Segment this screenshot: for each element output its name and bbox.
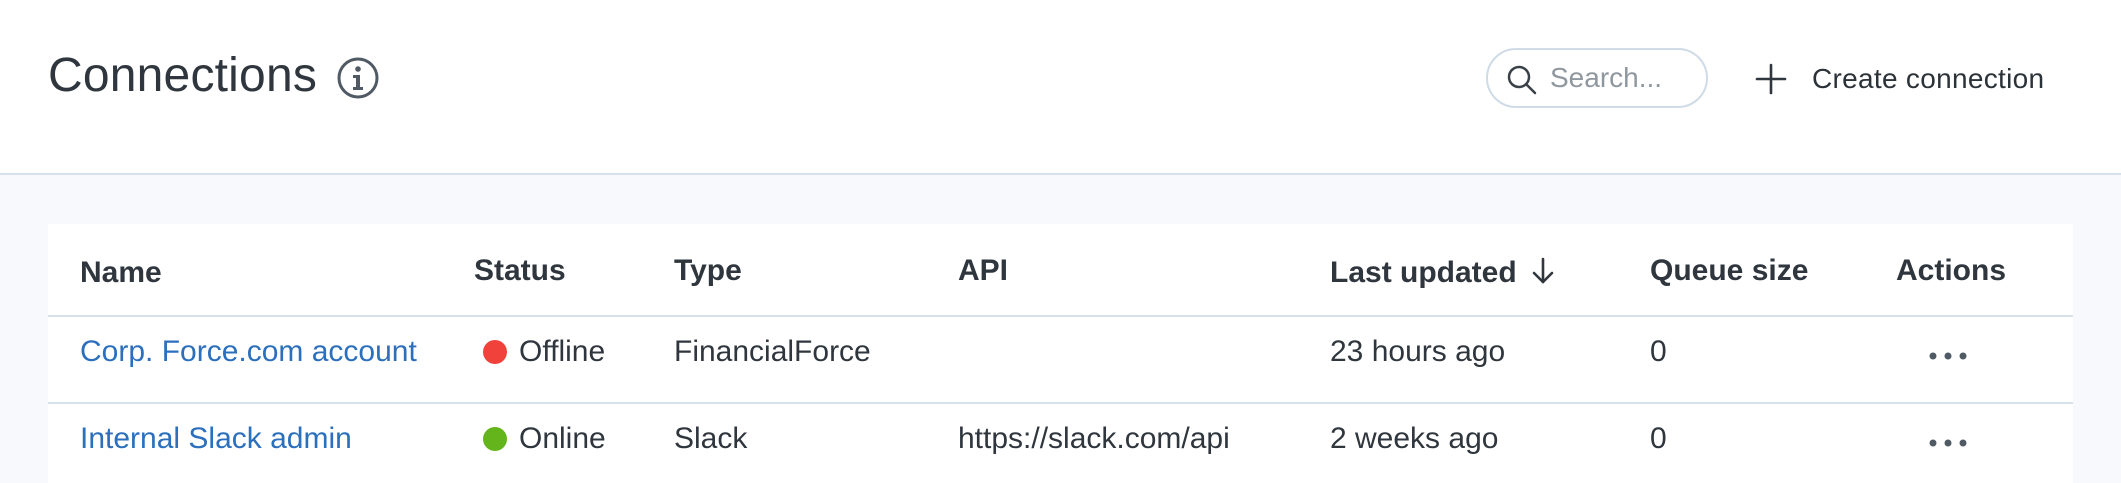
search-box[interactable] xyxy=(1486,48,1708,108)
queue-size-cell: 0 xyxy=(1650,422,1667,455)
connection-name-link[interactable]: Internal Slack admin xyxy=(80,422,352,455)
last-updated-cell: 23 hours ago xyxy=(1330,335,1506,368)
status-online-dot xyxy=(483,427,507,451)
status-offline-dot xyxy=(483,340,507,364)
create-connection-label: Create connection xyxy=(1812,63,2045,94)
column-header-last-updated[interactable]: Last updated xyxy=(1330,256,1557,290)
create-connection-button[interactable]: Create connection xyxy=(1754,52,2044,106)
column-header-status[interactable]: Status xyxy=(474,254,566,287)
more-horizontal-icon[interactable] xyxy=(1928,438,1968,448)
column-header-queue-size[interactable]: Queue size xyxy=(1650,254,1809,287)
api-cell: https://slack.com/api xyxy=(958,422,1230,455)
page-header: Connections Create connection xyxy=(0,0,2121,175)
column-header-actions: Actions xyxy=(1896,254,2007,287)
column-header-name[interactable]: Name xyxy=(80,256,162,289)
connections-table: Name Status Type API Last updated Queue … xyxy=(48,224,2073,483)
row-divider xyxy=(48,315,2073,317)
type-cell: FinancialForce xyxy=(674,335,871,368)
status-label: Online xyxy=(519,422,606,455)
page-title: Connections xyxy=(48,49,318,102)
info-icon[interactable] xyxy=(336,56,380,100)
more-horizontal-icon[interactable] xyxy=(1928,351,1968,361)
status-label: Offline xyxy=(519,335,606,368)
plus-icon xyxy=(1755,63,1787,95)
column-header-last-updated-label: Last updated xyxy=(1330,256,1517,289)
last-updated-cell: 2 weeks ago xyxy=(1330,422,1499,455)
column-header-api[interactable]: API xyxy=(958,254,1009,287)
queue-size-cell: 0 xyxy=(1650,335,1667,368)
arrow-down-icon[interactable] xyxy=(1529,256,1557,286)
type-cell: Slack xyxy=(674,422,748,455)
search-input[interactable] xyxy=(1550,58,1698,98)
row-divider xyxy=(48,402,2073,404)
search-icon xyxy=(1507,65,1537,95)
column-header-type[interactable]: Type xyxy=(674,254,742,287)
status-cell: Online xyxy=(483,422,606,456)
status-cell: Offline xyxy=(483,335,605,369)
connection-name-link[interactable]: Corp. Force.com account xyxy=(80,335,417,368)
